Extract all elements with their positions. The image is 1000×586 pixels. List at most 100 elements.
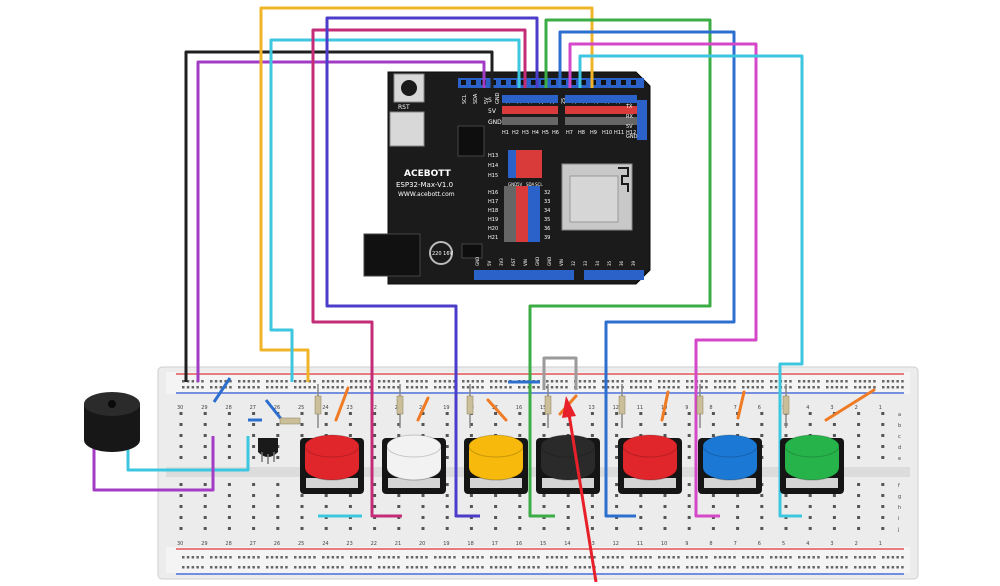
column-number: 30: [177, 405, 183, 411]
column-number: 3: [830, 541, 833, 547]
column-number: 24: [322, 541, 328, 547]
column-number: 12: [613, 405, 619, 411]
column-number: 4: [806, 541, 809, 547]
mini-header-label: SDA: [526, 182, 535, 187]
header-group-label: H10: [602, 130, 612, 136]
push-button-yellow[interactable]: [464, 434, 528, 494]
push-button-black[interactable]: [536, 434, 600, 494]
column-number: 7: [734, 541, 737, 547]
bottom-pin-label: 5V: [487, 260, 492, 266]
side-pin-label: RX: [626, 114, 633, 120]
esp32-board: SCLSDA5VGND131214272625333235343936 RST …: [363, 71, 651, 285]
jumper-wire: [486, 398, 508, 422]
jumper-wire: [334, 386, 350, 422]
wire-indigo: [325, 16, 539, 518]
row-letter: j: [897, 527, 899, 533]
header-pin-label: 32: [544, 190, 550, 196]
board-url: WWW.acebott.com: [398, 191, 455, 198]
column-number: 22: [371, 405, 377, 411]
column-number: 29: [201, 541, 207, 547]
resistor: [396, 395, 404, 415]
header-group-label: H14: [488, 163, 498, 169]
column-number: 16: [516, 541, 522, 547]
wire-buzzer-purple: [92, 436, 215, 492]
column-number: 8: [709, 541, 712, 547]
row-letter: f: [898, 483, 900, 489]
row-letter: h: [898, 505, 901, 511]
jumper-wire: [660, 390, 670, 422]
column-number: 2: [855, 541, 858, 547]
jumper-wire: [416, 396, 430, 422]
header-group-label: H11: [614, 130, 624, 136]
header-group-label: H2: [512, 130, 519, 136]
bottom-pin-label: 35: [607, 260, 612, 266]
column-number: 11: [637, 405, 643, 411]
column-number: 27: [250, 541, 256, 547]
header-group-label: H9: [590, 130, 597, 136]
resistor: [544, 395, 552, 415]
header-group-label: H19: [488, 217, 498, 223]
wire-purple-buzzer: [196, 60, 486, 382]
components: [84, 377, 876, 494]
header-group-label: H20: [488, 226, 498, 232]
wire-pink: [568, 42, 758, 518]
header-pin-label: 39: [544, 235, 550, 241]
column-number: 6: [758, 541, 761, 547]
jumper-wire: [736, 390, 746, 420]
column-number: 5: [782, 541, 785, 547]
wire-magenta: [311, 28, 527, 518]
wire-jumper-gray: [542, 356, 578, 390]
column-number: 7: [734, 405, 737, 411]
header-group-label: H16: [488, 190, 498, 196]
row-letter: d: [898, 445, 901, 451]
column-number: 28: [225, 405, 231, 411]
header-group-label: H6: [552, 130, 559, 136]
header-group-label: H21: [488, 235, 498, 241]
resistor: [466, 395, 474, 415]
header-group-label: H15: [488, 173, 498, 179]
resistor: [314, 395, 322, 415]
push-button-white[interactable]: [382, 434, 446, 494]
header-group-label: H8: [578, 130, 585, 136]
header-pin-label: 36: [544, 226, 550, 232]
row-letter: b: [898, 423, 901, 429]
reset-label: RST: [398, 104, 410, 111]
push-button-red[interactable]: [300, 434, 364, 494]
push-button-blue[interactable]: [698, 434, 762, 494]
column-number: 4: [806, 405, 809, 411]
column-number: 26: [274, 405, 280, 411]
power-rail-label: GND: [488, 119, 502, 126]
column-number: 30: [177, 541, 183, 547]
header-pin-label: SDA: [473, 93, 479, 104]
header-group-label: H4: [532, 130, 539, 136]
jumper-wire: [824, 388, 876, 422]
column-number: 19: [443, 541, 449, 547]
push-button-red[interactable]: [618, 434, 682, 494]
header-group-label: H13: [488, 153, 498, 159]
header-group-label: H7: [566, 130, 573, 136]
push-button-green[interactable]: [780, 434, 844, 494]
resistor: [696, 395, 704, 415]
column-number: 2: [855, 405, 858, 411]
column-number: 6: [758, 405, 761, 411]
column-number: 9: [685, 541, 688, 547]
column-number: 12: [613, 541, 619, 547]
bottom-pin-label: 33: [583, 260, 588, 266]
side-pin-label: 5V: [626, 124, 633, 130]
column-number: 20: [419, 541, 425, 547]
bottom-pin-label: VIN: [523, 259, 528, 266]
column-number: 26: [274, 541, 280, 547]
bottom-pin-label: GND: [475, 257, 480, 266]
bottom-pin-label: 34: [595, 260, 600, 266]
bottom-pin-label: 32: [571, 260, 576, 266]
power-rail-label: 5V: [488, 108, 497, 115]
row-letter: i: [898, 516, 899, 522]
column-number: 24: [322, 405, 328, 411]
column-number: 9: [685, 405, 688, 411]
wire-cyan-top: [269, 38, 521, 382]
column-number: 16: [516, 405, 522, 411]
row-letter: a: [898, 412, 901, 418]
header-pin-label: 34: [544, 208, 550, 214]
